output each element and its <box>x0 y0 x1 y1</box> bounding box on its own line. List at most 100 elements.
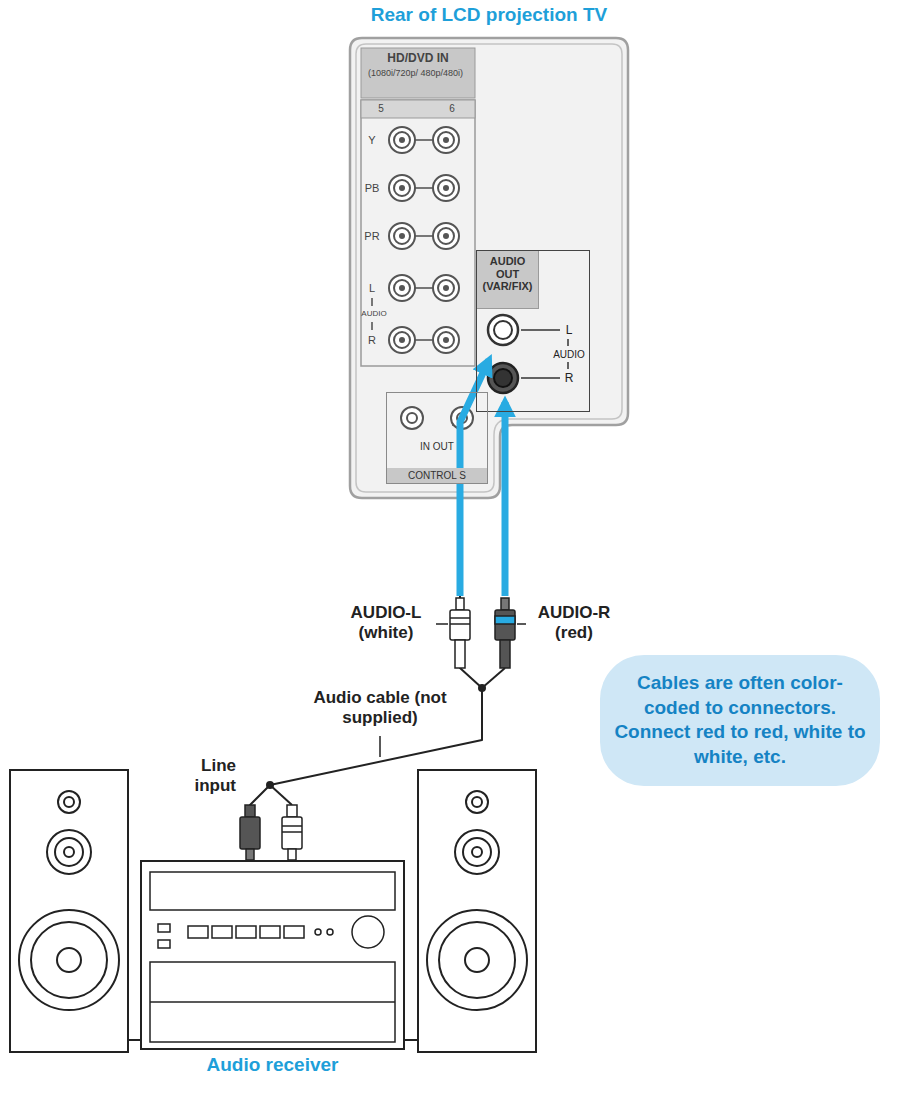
speaker <box>128 1039 140 1041</box>
hd-dvd-input-block <box>371 322 373 330</box>
speaker <box>47 830 91 874</box>
audio-out-jacks <box>521 329 560 331</box>
hd-dvd-input-block <box>415 187 433 189</box>
cable-label: Audio cable (not supplied) <box>295 688 465 727</box>
signal-label: L <box>369 282 375 295</box>
leader-line <box>379 736 381 757</box>
speaker <box>465 948 489 972</box>
input-number: 6 <box>449 103 455 115</box>
speaker <box>439 922 515 998</box>
rca-plug-red <box>495 610 515 640</box>
rca-plug-line-input <box>240 805 302 860</box>
cable-wire <box>270 785 292 805</box>
cable-wire <box>479 685 485 691</box>
rca-plug-line-input <box>288 849 296 860</box>
rca-plug-line-input <box>282 825 302 827</box>
hd-dvd-input-block <box>389 127 415 153</box>
speaker <box>472 847 482 857</box>
signal-label: Y <box>368 134 375 147</box>
speaker <box>10 770 536 1052</box>
audio-out-jacks <box>567 362 569 369</box>
rca-plug-white <box>450 610 470 640</box>
receiver-front-panel <box>158 940 170 948</box>
audio-out-jacks <box>494 321 512 339</box>
speaker <box>455 830 499 874</box>
hd-dvd-input-block <box>433 175 459 201</box>
rca-plug-line-input <box>282 817 302 849</box>
hd-dvd-input-block <box>433 127 459 153</box>
hd-dvd-input-block <box>389 275 415 301</box>
rca-plug-red <box>501 598 509 610</box>
rca-plug-white <box>450 598 470 668</box>
device-caption: Audio receiver <box>207 1054 339 1076</box>
rca-plug-line-input <box>240 817 260 849</box>
hd-dvd-input-block <box>415 287 433 289</box>
speaker <box>31 922 107 998</box>
receiver-front-panel <box>212 926 232 938</box>
panel-heading: Rear of LCD projection TV <box>371 4 607 26</box>
rca-plug-line-input <box>282 831 302 833</box>
audio-receiver: Audio receiver <box>140 860 405 1050</box>
hd-dvd-input-block <box>371 298 373 306</box>
cable-wire <box>267 782 273 788</box>
leader-line <box>517 623 526 625</box>
speaker <box>463 838 491 866</box>
control-s-jacks <box>407 413 417 423</box>
jack-group-label: AUDIO OUT (VAR/FIX) <box>477 251 539 309</box>
receiver-front-panel <box>315 929 321 935</box>
rca-plug-red <box>495 616 515 624</box>
leader-line <box>436 623 448 625</box>
insert-arrow <box>502 402 509 596</box>
audio-out-jacks <box>567 339 569 346</box>
speaker <box>57 948 81 972</box>
receiver-front-panel <box>352 916 384 948</box>
receiver-front-panel <box>188 926 208 938</box>
signal-label: PB <box>365 182 380 195</box>
speaker <box>427 910 527 1010</box>
channel-group-label: AUDIO <box>553 349 585 361</box>
rca-plug-white <box>450 623 470 625</box>
hd-dvd-input-block <box>361 100 475 118</box>
hd-dvd-input-block <box>361 100 475 366</box>
note-text: Cables are often color-coded to connecto… <box>614 671 866 770</box>
speaker <box>19 910 119 1010</box>
cable-wire <box>482 668 505 688</box>
tv-rear-panel: Rear of LCD projection TVAUDIO OUT (VAR/… <box>350 38 628 498</box>
control-s-box: IN OUTCONTROL S <box>386 392 488 484</box>
receiver-front-panel <box>260 926 280 938</box>
hd-dvd-input-block <box>389 223 415 249</box>
rca-plug-line-input <box>246 849 254 860</box>
speaker <box>472 797 482 807</box>
audio-out-jacks <box>521 377 560 379</box>
hd-dvd-input-block <box>361 48 475 98</box>
channel-label: R <box>565 372 574 386</box>
receiver-front-panel <box>150 872 395 910</box>
panel-outline <box>356 44 622 492</box>
rca-plug-red <box>495 598 515 668</box>
panel-outline <box>350 38 628 498</box>
speaker <box>58 791 80 813</box>
receiver-front-panel <box>150 872 395 1042</box>
receiver-front-panel <box>284 926 304 938</box>
plug-label: AUDIO-L (white) <box>338 603 434 642</box>
speaker <box>10 770 128 1052</box>
signal-label: R <box>368 334 376 347</box>
rca-plug-white <box>456 598 464 610</box>
rca-plug-line-input <box>287 805 297 817</box>
audio-out-jacks <box>494 369 512 387</box>
speaker <box>405 1039 418 1041</box>
receiver-front-panel <box>150 1001 395 1003</box>
signal-label: PR <box>364 230 379 243</box>
jack-group-label: CONTROL S <box>387 468 487 484</box>
receiver-front-panel <box>150 962 395 1042</box>
speaker <box>64 797 74 807</box>
signal-group-label: AUDIO <box>361 309 386 318</box>
speaker <box>64 847 74 857</box>
control-s-jacks <box>401 407 423 429</box>
rca-plug-white <box>455 640 465 668</box>
hd-dvd-input-block <box>389 175 415 201</box>
receiver-front-panel <box>327 929 333 935</box>
plug-label: AUDIO-R (red) <box>526 603 622 642</box>
audio-out-box: AUDIO OUT (VAR/FIX)LAUDIOR <box>476 250 590 412</box>
